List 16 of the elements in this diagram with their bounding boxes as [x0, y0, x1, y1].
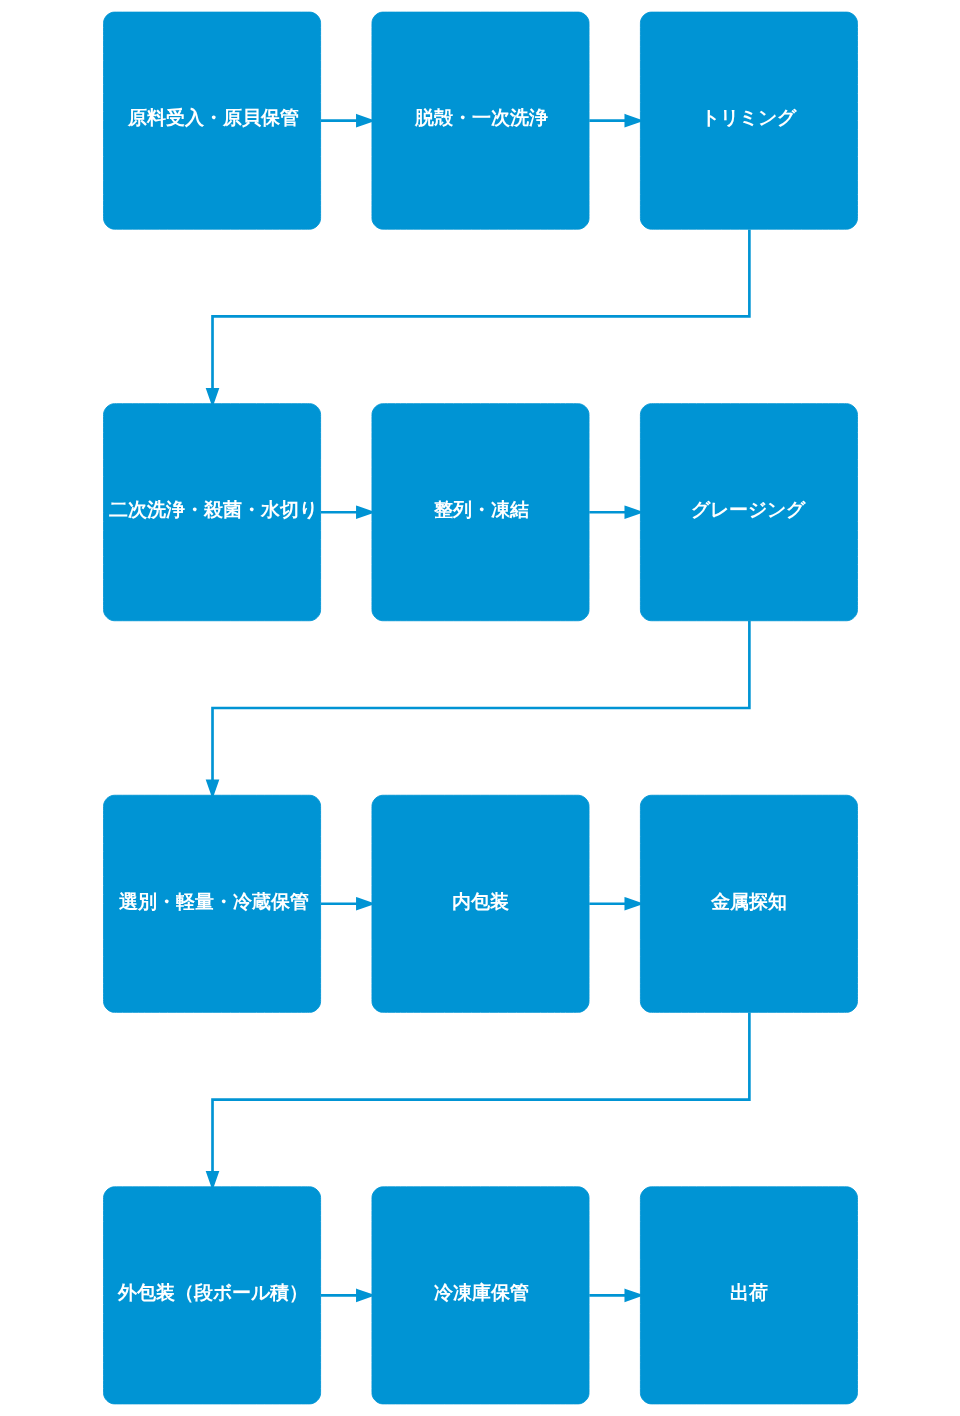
node-box: トリミング	[639, 11, 858, 230]
node-box: 原料受入・原貝保管	[102, 11, 321, 230]
node-box: 整列・凍結	[371, 403, 589, 622]
node-box: 二次洗浄・殺菌・水切り	[102, 403, 321, 622]
node-box: 出荷	[639, 1186, 858, 1405]
node-box: 金属探知	[639, 794, 858, 1013]
node-box: 内包装	[371, 794, 589, 1013]
node-box: グレージング	[639, 403, 858, 622]
node-box: 冷凍庫保管	[371, 1186, 589, 1405]
node-box: 脱殻・一次洗浄	[371, 11, 589, 230]
node-box: 外包装（段ボール積）	[102, 1186, 321, 1405]
arrow	[588, 896, 644, 911]
node-box: 選別・軽量・冷蔵保管	[102, 794, 321, 1013]
arrow	[588, 1288, 644, 1303]
arrow	[588, 113, 644, 128]
arrow	[588, 505, 644, 520]
